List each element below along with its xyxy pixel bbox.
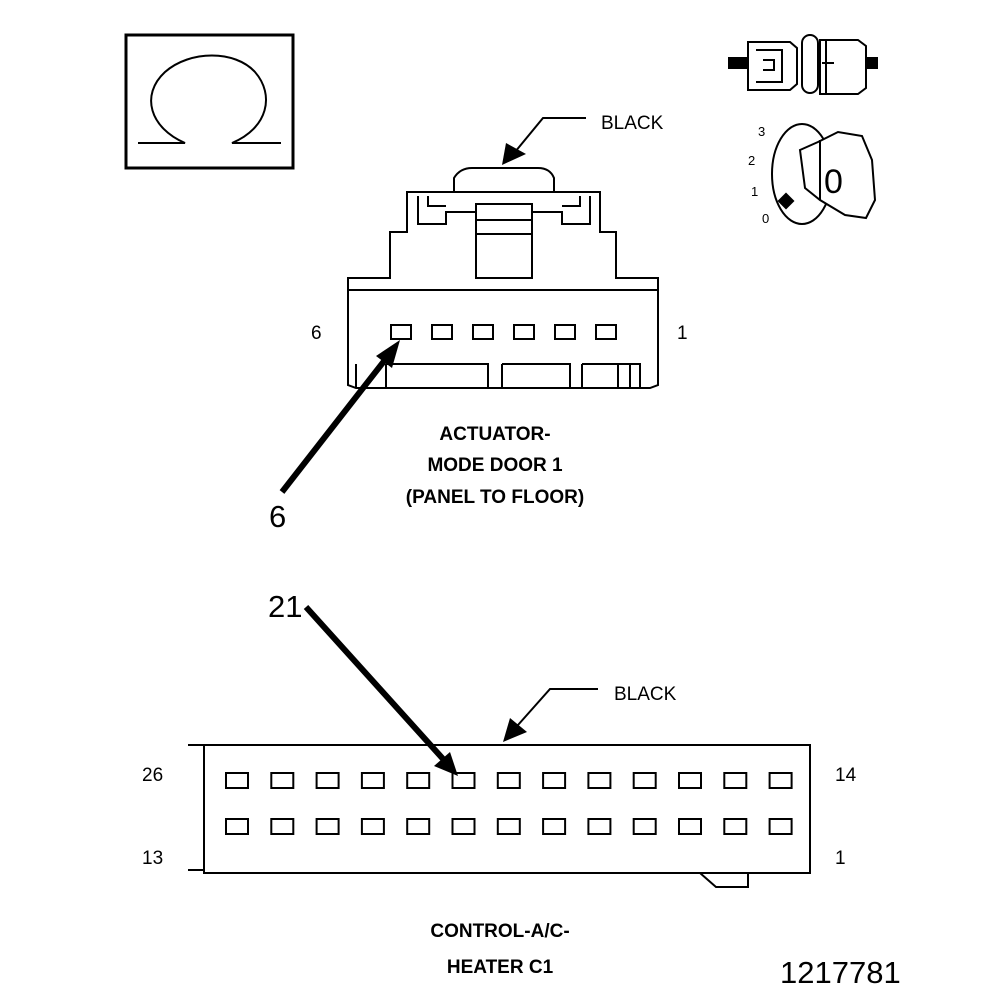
- connector-bottom-pin-cavity: [315, 818, 340, 835]
- connector-top-pin-left: 6: [311, 323, 322, 344]
- connector-top-title-line-1: ACTUATOR-: [439, 424, 550, 445]
- connector-bottom-pin-cavity: [270, 818, 295, 835]
- connector-bottom-pin-cavity: [542, 772, 567, 789]
- connector-bottom-pin-cavity: [768, 818, 793, 835]
- connector-bottom-pin-cavity: [451, 772, 476, 789]
- ignition-key-icon: 3 2 1 0 0: [748, 123, 877, 226]
- connector-top-pin-cavity: [390, 324, 412, 340]
- connector-bottom-pin-cavity: [360, 818, 385, 835]
- connector-bottom-pin-cavity: [360, 772, 385, 789]
- connector-bottom-pin-grid: [225, 772, 793, 835]
- connector-bottom-pin-cavity: [225, 772, 249, 789]
- key-label: 0: [824, 163, 843, 201]
- connector-bottom-pin-cavity: [632, 818, 657, 835]
- figure-id: 1217781: [780, 955, 901, 990]
- connector-bottom-pin-cavity: [451, 818, 476, 835]
- connector-bottom-pin-cavity: [587, 818, 612, 835]
- connector-bottom-pin-cavity: [542, 818, 567, 835]
- connector-bottom-title-line-1: CONTROL-A/C-: [430, 921, 569, 942]
- connector-bottom-pin-cavity: [587, 772, 612, 789]
- connector-bottom-color-label: BLACK: [614, 684, 677, 705]
- connector-top-pin-right: 1: [677, 323, 688, 344]
- connector-top-pin-cavity: [554, 324, 576, 340]
- connector-bottom-pin-cavity: [315, 772, 340, 789]
- connector-bottom-pin-cavity: [406, 818, 431, 835]
- connector-disconnected-icon: [728, 34, 878, 95]
- connector-bottom-pin-cavity: [678, 772, 702, 789]
- key-position-2: 2: [748, 153, 755, 168]
- connector-bottom-callout: 21: [268, 589, 302, 624]
- connector-top-color-label: BLACK: [601, 113, 664, 134]
- connector-top-title-line-3: (PANEL TO FLOOR): [406, 487, 584, 508]
- connector-bottom-pin-cavity: [723, 772, 748, 789]
- connector-control-ac-heater-c1: BLACK 26 14 13 1 21 CONTROL-A/C- HEATER …: [142, 589, 857, 978]
- connector-top-callout: 6: [269, 499, 286, 534]
- connector-top-pin-row: [390, 324, 617, 340]
- connector-bottom-pin-top-right: 14: [835, 765, 857, 786]
- key-position-1: 1: [751, 184, 758, 199]
- connector-bottom-pin-cavity: [270, 772, 295, 789]
- connector-bottom-pin-cavity: [406, 772, 431, 789]
- connector-bottom-title-line-2: HEATER C1: [447, 957, 554, 978]
- connector-bottom-pin-cavity: [632, 772, 657, 789]
- connector-top-pin-cavity: [472, 324, 494, 340]
- connector-bottom-pin-cavity: [496, 818, 521, 835]
- connector-actuator-mode-door-1: BLACK 6 1 6 ACTUATOR- MODE DOOR 1 (PANEL…: [269, 113, 688, 534]
- connector-bottom-pin-cavity: [225, 818, 249, 835]
- connector-top-pin-cavity: [595, 324, 617, 340]
- connector-bottom-pin-top-left: 26: [142, 765, 163, 786]
- connector-top-pin-cavity: [431, 324, 453, 340]
- connector-bottom-pin-bottom-right: 1: [835, 848, 846, 869]
- connector-bottom-pin-cavity: [496, 772, 521, 789]
- connector-bottom-pin-cavity: [678, 818, 702, 835]
- connector-top-pin-cavity: [513, 324, 535, 340]
- connector-bottom-pin-bottom-left: 13: [142, 848, 163, 869]
- connector-bottom-pin-cavity: [723, 818, 748, 835]
- connector-top-title-line-2: MODE DOOR 1: [427, 455, 563, 476]
- key-position-0: 0: [762, 211, 769, 226]
- ohm-meter-icon: [124, 33, 295, 170]
- key-position-3: 3: [758, 124, 765, 139]
- connector-bottom-pin-cavity: [768, 772, 793, 789]
